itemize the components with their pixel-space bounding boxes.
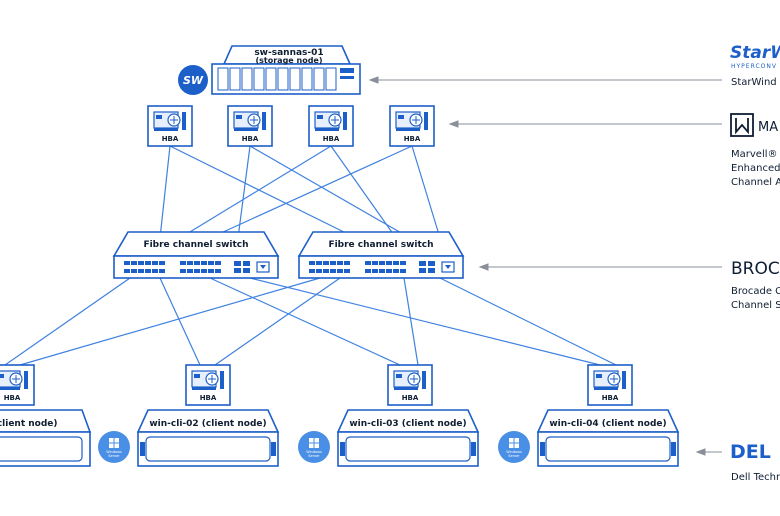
hba-top-3: HBA [308,105,354,147]
marvell-legend-line-1: Marvell® C [731,149,780,160]
starwind-legend-text: StarWind [731,77,777,88]
fibre-link [403,277,419,366]
client-node-label: l (client node) [0,419,58,429]
hba-label: HBA [200,394,217,402]
fibre-link [439,277,617,366]
switch-label: Fibre channel switch [143,240,248,250]
hba-top-4: HBA [389,105,435,147]
fibre-channel-switch-1: Fibre channel switch [112,231,280,279]
client-node-2: win-cli-02 (client node) [136,409,280,467]
hba-top-1: HBA [147,105,193,147]
storage-node: sw-sannas-01 (storage node) [211,45,361,95]
windows-server-badge-1: Windows Server [98,431,130,463]
fibre-link [19,277,321,366]
fibre-link [237,145,251,239]
starwind-logo-subtitle: HYPERCONV [731,63,777,70]
client-node-label: win-cli-03 (client node) [349,419,466,429]
brocade-legend-line-2: Channel S [731,300,780,311]
hba-label: HBA [404,135,421,143]
hba-label: HBA [162,135,179,143]
hba-bottom-4: HBA [587,364,633,406]
legend-dell: DEL Dell Techn [730,441,780,483]
windows-badge-line2: Server [508,454,520,458]
marvell-legend-line-2: Enhanced [731,163,780,174]
fibre-link [214,277,341,366]
legend-marvell: MA Marvell® C Enhanced Channel A [730,113,780,188]
windows-badge-line1: Windows [506,450,522,454]
starwind-badge: SW [178,65,208,95]
fibre-channel-switch-2: Fibre channel switch [297,231,465,279]
legend-brocade: BROCA Brocade C Channel S [731,259,780,311]
fibre-link [330,145,397,239]
client-node-label: win-cli-02 (client node) [149,419,266,429]
dell-logo: DEL [730,441,771,463]
client-node-1: l (client node) [0,409,92,467]
windows-server-badge-2: Windows Server [298,431,330,463]
marvell-legend-line-3: Channel A [731,177,780,188]
windows-badge-line2: Server [108,454,120,458]
brocade-legend-line-1: Brocade C [731,286,780,297]
windows-server-badge-3: Windows Server [498,431,530,463]
starwind-logo: StarW [730,43,780,63]
switch-label: Fibre channel switch [328,240,433,250]
storage-node-name: sw-sannas-01 [254,48,323,58]
windows-badge-line1: Windows [106,450,122,454]
client-node-3: win-cli-03 (client node) [336,409,480,467]
hba-label: HBA [402,394,419,402]
hba-bottom-3: HBA [387,364,433,406]
client-node-label: win-cli-04 (client node) [549,419,666,429]
brocade-logo: BROCA [731,259,780,279]
legend-starwind: StarW HYPERCONV StarWind [730,43,780,88]
starwind-badge-text: SW [183,74,204,87]
dell-legend-text: Dell Techn [731,472,780,483]
storage-node-role: (storage node) [255,56,322,65]
fibre-link [209,145,413,239]
client-node-4: win-cli-04 (client node) [536,409,680,467]
fibre-link [159,277,201,366]
fibre-link [411,145,441,239]
hba-bottom-2: HBA [185,364,231,406]
hba-label: HBA [323,135,340,143]
marvell-logo: MA [758,120,778,135]
windows-badge-line2: Server [308,454,320,458]
hba-top-2: HBA [227,105,273,147]
hba-label: HBA [602,394,619,402]
fibre-links [4,145,617,366]
fibre-link [169,145,357,239]
fibre-link [209,277,401,366]
fibre-link [4,277,131,366]
hba-label: HBA [242,135,259,143]
hba-label: HBA [4,394,21,402]
fibre-link [179,145,332,239]
hba-bottom-1: HBA [0,364,35,406]
windows-badge-line1: Windows [306,450,322,454]
legend-arrows [368,76,722,456]
fibre-link [249,145,411,239]
fibre-link [249,277,601,366]
fibre-link [159,145,171,239]
